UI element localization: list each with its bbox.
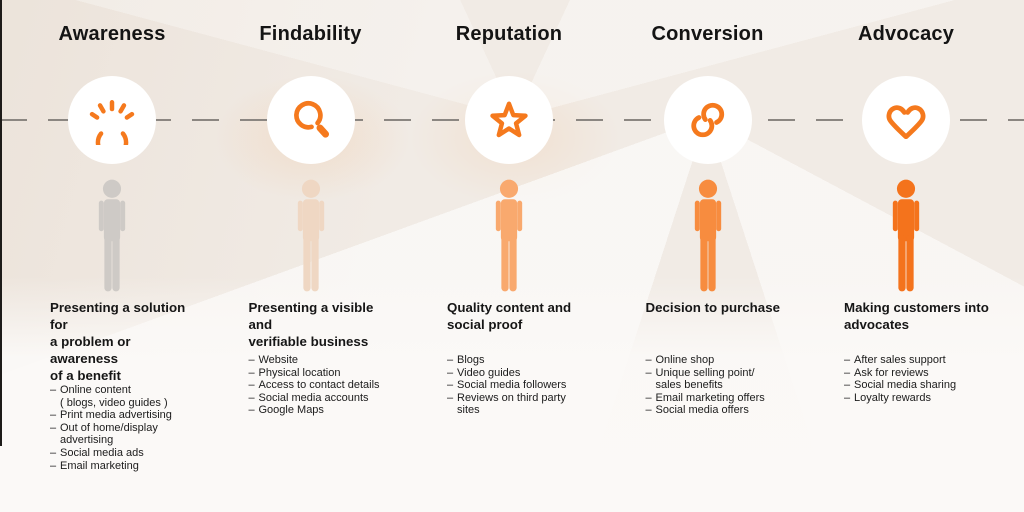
stage-icon-circle <box>862 76 950 164</box>
screenshot-edge-artifact <box>0 0 2 446</box>
list-item: –Email marketing offers <box>645 391 765 404</box>
list-item: –Ask for reviews <box>844 366 929 379</box>
person-icon <box>694 179 721 292</box>
list-item: –Out of home/display advertising <box>50 421 158 447</box>
stage-list: –Website –Physical location –Access to c… <box>249 354 403 417</box>
stage-icon-circle <box>465 76 553 164</box>
list-item: –Video guides <box>447 366 521 379</box>
stage-title: Conversion <box>651 23 764 45</box>
stage-heading: Presenting a solution for a problem or a… <box>50 300 186 383</box>
list-item: –Print media advertising <box>50 409 172 422</box>
list-item: –Social media followers <box>447 379 567 392</box>
magnifier-icon <box>293 101 329 138</box>
stage-column-findability: Findability Presenting a visible and ver… <box>216 0 406 512</box>
list-item: –Unique selling point/ sales benefits <box>645 366 755 392</box>
person-icon <box>297 179 324 292</box>
stage-column-reputation: Reputation Quality content and social pr… <box>414 0 604 512</box>
list-item: –Blogs <box>447 354 485 366</box>
person-icon <box>495 179 523 292</box>
interlocked-rings-icon <box>690 102 724 138</box>
list-item: –Social media sharing <box>844 379 957 392</box>
list-item: –Online content ( blogs, video guides ) <box>50 384 168 409</box>
stage-title: Reputation <box>455 23 563 45</box>
stage-heading: Presenting a visible and verifiable busi… <box>248 300 374 349</box>
stage-title: Findability <box>259 23 362 45</box>
list-item: –After sales support <box>844 354 946 366</box>
stage-column-advocacy: Advocacy Making customers into advocates… <box>811 0 1001 512</box>
stage-icon-circle <box>68 76 156 164</box>
list-item: –Social media accounts <box>248 391 369 404</box>
list-item: –Access to contact details <box>248 379 380 392</box>
list-item: –Social media ads <box>50 446 144 459</box>
stage-column-conversion: Conversion Decision to purchase –Online … <box>613 0 803 512</box>
stage-list: –After sales support –Ask for reviews –S… <box>844 354 998 404</box>
list-item: –Email marketing <box>50 459 139 472</box>
stage-title: Advocacy <box>857 23 955 45</box>
stage-icon-circle <box>663 76 752 164</box>
list-item: –Social media offers <box>645 404 749 417</box>
glow-rays-icon <box>89 100 135 145</box>
stage-title: Awareness <box>58 23 166 45</box>
stage-heading: Making customers into advocates <box>844 300 989 332</box>
list-item: –Reviews on third party sites <box>447 391 566 417</box>
list-item: –Website <box>248 354 299 366</box>
stage-heading: Quality content and social proof <box>447 300 572 332</box>
list-item: –Physical location <box>248 366 341 379</box>
stage-heading: Decision to purchase <box>645 300 780 315</box>
list-item: –Online shop <box>645 354 715 366</box>
person-icon <box>892 179 920 292</box>
list-item: –Google Maps <box>248 404 324 417</box>
stage-icon-circle <box>266 76 355 164</box>
list-item: –Loyalty rewards <box>844 391 932 404</box>
person-icon <box>98 179 126 292</box>
stage-list: –Blogs –Video guides –Social media follo… <box>447 354 601 417</box>
stage-list: –Online shop –Unique selling point/ sale… <box>646 354 800 417</box>
stage-column-awareness: Awareness <box>17 0 207 512</box>
star-icon <box>490 101 528 138</box>
stage-list: –Online content ( blogs, video guides ) … <box>50 384 204 472</box>
heart-icon <box>886 105 926 139</box>
